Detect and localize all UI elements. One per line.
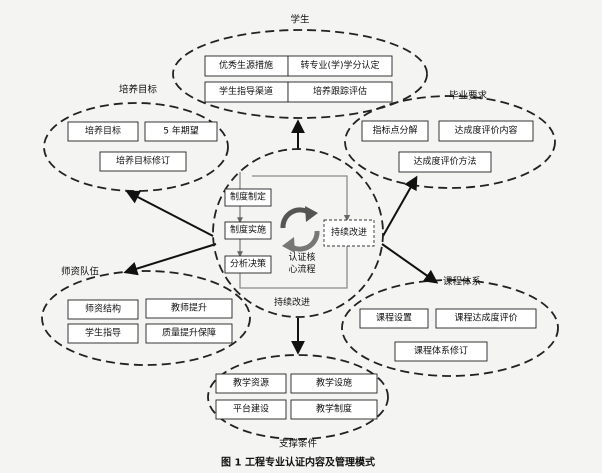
graduation-box-2 [438,120,534,142]
connector-arrows [123,119,439,355]
support-box-2 [290,373,378,394]
student-item-3: 学生指导渠道 [219,85,273,97]
graduation-box-3 [398,151,492,173]
graduation-ellipse [344,95,556,189]
group-graduation: 毕业要求 指标点分解 达成度评价内容 达成度评价方法 [344,90,556,189]
objectives-label: 培养目标 [119,84,158,96]
graduation-label: 毕业要求 [449,90,488,102]
group-core: 制度制定 制度实施 分析决策 认证核 心流程 持续改进 持续改进 [212,148,384,318]
graduation-box-1 [361,120,429,142]
objectives-item-1: 培养目标 [85,125,121,137]
loop-line-top [252,175,351,222]
step-box-1 [224,188,272,207]
objectives-box-2 [144,121,218,142]
student-box-2 [287,55,393,77]
faculty-box-1 [67,299,139,320]
curriculum-item-2: 课程达成度评价 [454,312,517,324]
faculty-item-1: 师资结构 [85,303,121,315]
faculty-item-4: 质量提升保障 [162,327,216,339]
group-objectives: 培养目标 培养目标 5 年期望 培养目标修订 [43,84,229,192]
step-box-2 [224,221,272,240]
cycle-label-line2: 心流程 [288,263,315,275]
graduation-item-2: 达成度评价内容 [454,124,517,136]
curriculum-item-3: 课程体系修订 [414,345,468,357]
core-step-3: 分析决策 [230,258,266,270]
arrow-to-curriculum [381,243,439,284]
faculty-box-4 [145,323,233,344]
objectives-item-3: 培养目标修订 [116,155,170,167]
student-ellipse [172,29,428,119]
group-support: 支撑条件 教学资源 教学设施 平台建设 教学制度 [207,354,389,450]
student-item-1: 优秀生源措施 [219,59,273,71]
core-step-2: 制度实施 [230,224,266,236]
faculty-label: 师资队伍 [61,266,100,278]
step-box-3 [224,255,272,274]
support-item-1: 教学资源 [233,377,269,389]
support-item-4: 教学制度 [316,403,352,415]
support-item-3: 平台建设 [233,403,269,415]
support-label: 支撑条件 [279,438,318,450]
figure-caption: 图 1 工程专业认证内容及管理模式 [221,456,375,469]
curriculum-box-3 [394,341,488,362]
faculty-ellipse [41,270,251,366]
cycle-arrows-icon [280,206,320,253]
support-box-3 [215,399,287,420]
curriculum-box-2 [435,308,537,329]
faculty-item-3: 学生指导 [85,327,121,339]
improve-box-label: 持续改进 [331,226,367,238]
faculty-box-2 [145,298,233,319]
support-item-2: 教学设施 [316,377,352,389]
cycle-label-line1: 认证核 [288,251,315,263]
support-box-4 [290,399,378,420]
graduation-item-1: 指标点分解 [372,124,417,136]
objectives-item-2: 5 年期望 [163,125,199,137]
student-item-2: 转专业(学)学分认定 [300,59,379,71]
objectives-ellipse [43,102,229,192]
faculty-item-2: 教师提升 [171,302,207,314]
graduation-item-3: 达成度评价方法 [413,155,476,167]
curriculum-label: 课程体系 [443,276,481,288]
support-ellipse [207,354,389,440]
objectives-box-1 [67,121,139,142]
student-item-4: 培养跟踪评估 [313,85,367,97]
support-box-1 [215,373,287,394]
core-step-1: 制度制定 [230,191,266,203]
objectives-box-3 [99,151,187,172]
arrow-to-graduation [382,175,418,237]
group-student: 学生 优秀生源措施 转专业(学)学分认定 学生指导渠道 培养跟踪评估 [172,14,428,119]
curriculum-ellipse [341,279,559,377]
arrow-to-faculty [123,243,217,276]
curriculum-item-1: 课程设置 [376,313,412,324]
group-faculty: 师资队伍 师资结构 教师提升 学生指导 质量提升保障 [41,266,251,366]
core-ellipse [212,148,384,318]
student-label: 学生 [290,14,310,26]
arrow-to-objectives [125,190,214,237]
curriculum-box-1 [359,308,429,329]
student-box-4 [287,81,393,103]
group-curriculum: 课程体系 课程设置 课程达成度评价 课程体系修订 [341,276,559,377]
core-bottom-label: 持续改进 [274,296,310,308]
improve-box [323,219,375,247]
faculty-box-3 [67,323,139,344]
